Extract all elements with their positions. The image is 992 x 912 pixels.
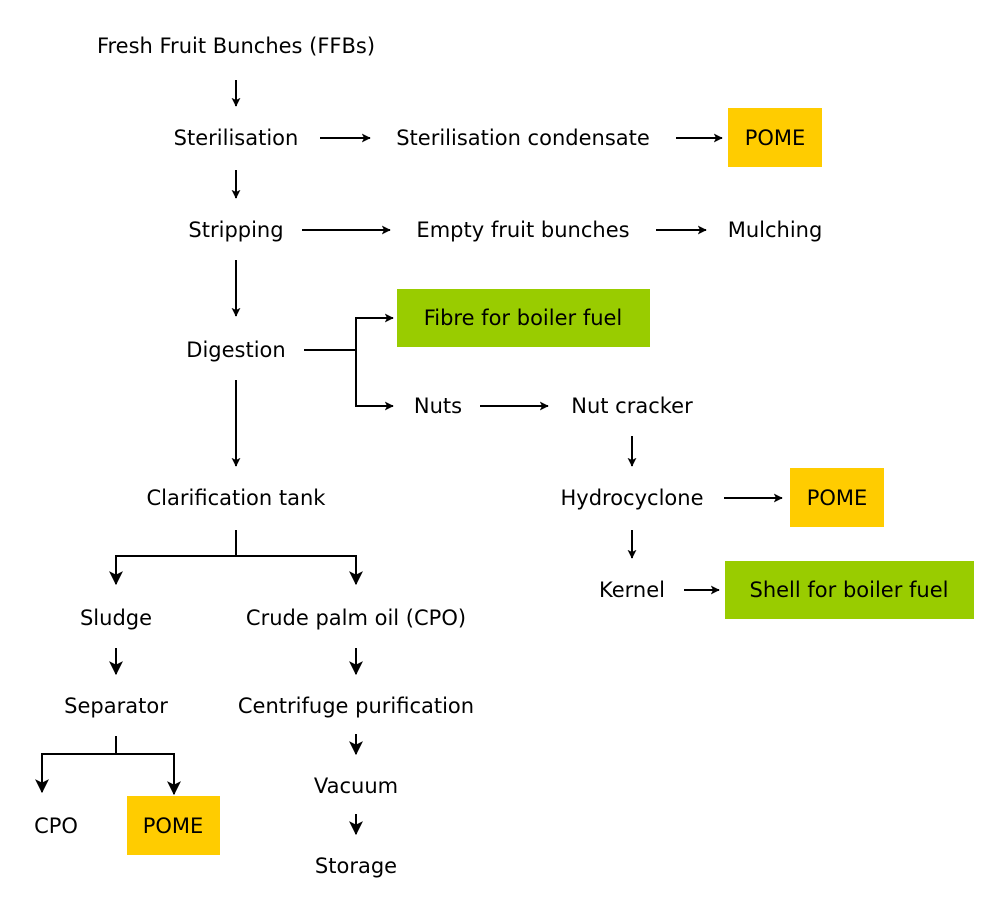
- pome-box-3: [127, 796, 220, 855]
- node-clarification-tank: Clarification tank: [147, 486, 327, 510]
- node-sterilisation: Sterilisation: [174, 126, 299, 150]
- node-mulching: Mulching: [728, 218, 823, 242]
- node-shell: Shell for boiler fuel: [750, 578, 949, 602]
- node-pome-2: POME: [807, 486, 868, 510]
- node-sludge: Sludge: [80, 606, 152, 630]
- node-pome-1: POME: [745, 126, 806, 150]
- pome-box-2: [790, 468, 884, 527]
- node-pome-3: POME: [143, 814, 204, 838]
- connector: [41, 736, 117, 766]
- pome-box-1: [728, 108, 822, 167]
- node-nut-cracker: Nut cracker: [571, 394, 693, 418]
- node-kernel: Kernel: [599, 578, 665, 602]
- node-crude-palm-oil: Crude palm oil (CPO): [246, 606, 466, 630]
- node-stripping: Stripping: [188, 218, 283, 242]
- node-fibre: Fibre for boiler fuel: [424, 306, 623, 330]
- node-separator: Separator: [64, 694, 168, 718]
- node-hydrocyclone: Hydrocyclone: [560, 486, 703, 510]
- node-nuts: Nuts: [414, 394, 462, 418]
- node-sterilisation-condensate: Sterilisation condensate: [396, 126, 650, 150]
- node-empty-fruit-bunches: Empty fruit bunches: [416, 218, 629, 242]
- connector: [115, 530, 237, 566]
- node-digestion: Digestion: [186, 338, 285, 362]
- node-storage: Storage: [315, 854, 397, 878]
- fibre-box: [397, 289, 650, 347]
- node-cpo: CPO: [34, 814, 78, 838]
- connector: [355, 317, 392, 407]
- connector: [116, 753, 175, 766]
- node-ffb: Fresh Fruit Bunches (FFBs): [97, 34, 375, 58]
- node-centrifuge: Centrifuge purification: [238, 694, 474, 718]
- arrows: [35, 80, 783, 836]
- node-vacuum: Vacuum: [314, 774, 398, 798]
- shell-box: [725, 561, 974, 619]
- connector: [236, 555, 357, 566]
